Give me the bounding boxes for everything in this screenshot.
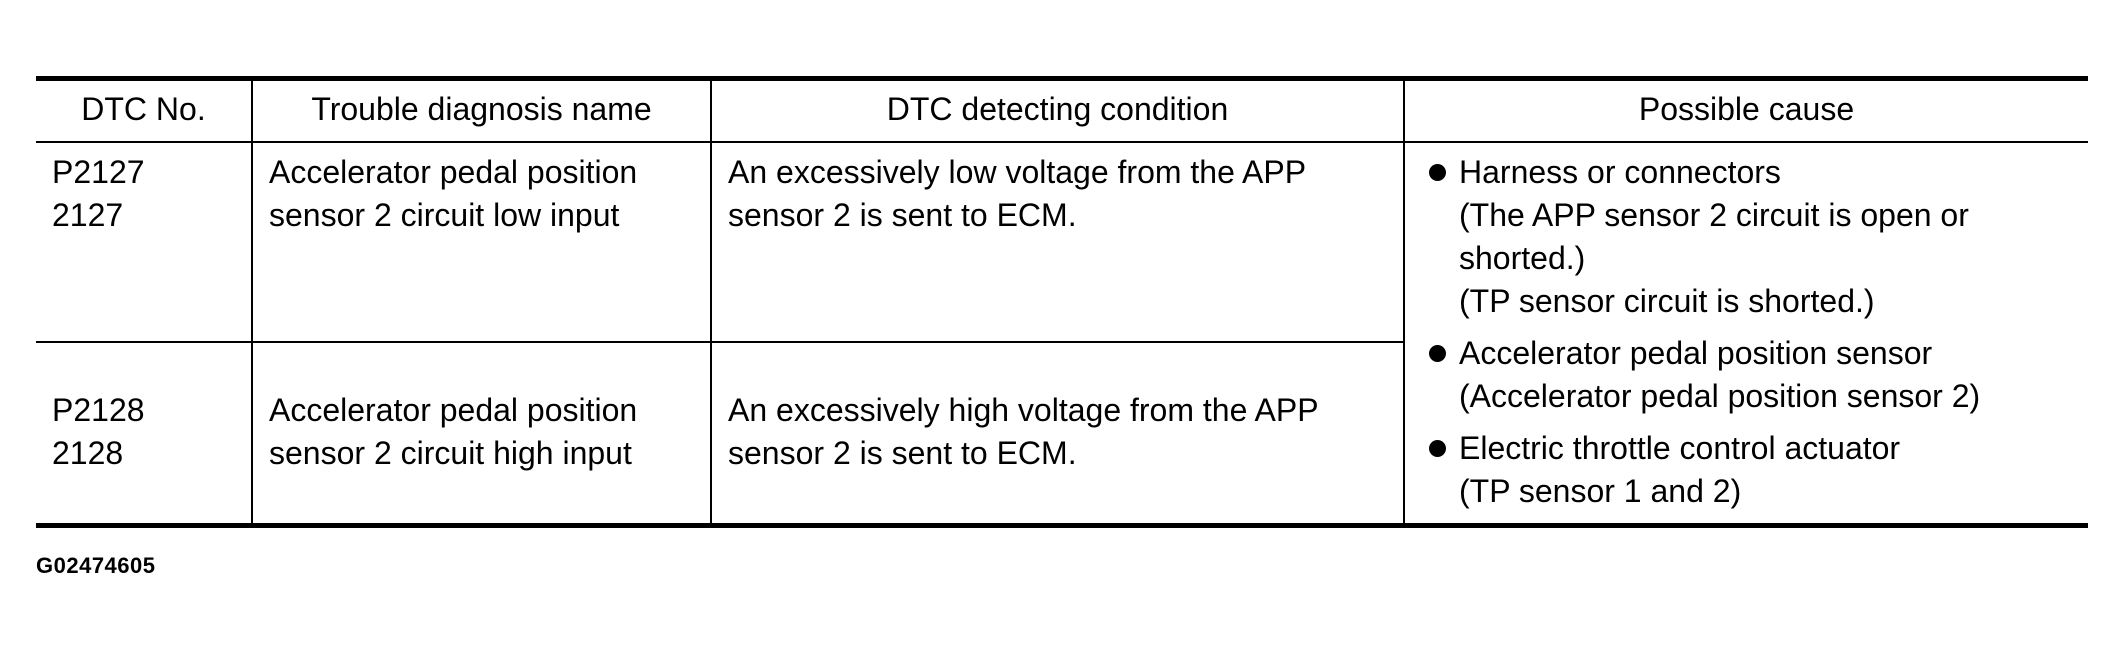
table-header-row: DTC No. Trouble diagnosis name DTC detec… xyxy=(36,76,2088,143)
header-dtc-no: DTC No. xyxy=(36,76,252,143)
bullet-icon xyxy=(1429,440,1446,457)
cause-item: Harness or connectors (The APP sensor 2 … xyxy=(1421,151,2072,323)
dtc-no-cell: P2128 2128 xyxy=(36,340,252,528)
dtc-code: P2127 xyxy=(52,154,145,190)
possible-cause-cell: Harness or connectors (The APP sensor 2 … xyxy=(1403,142,2088,528)
cause-detail: (TP sensor 1 and 2) xyxy=(1459,473,1742,509)
cause-detail: (Accelerator pedal position sensor 2) xyxy=(1459,378,1981,414)
cause-title: Accelerator pedal position sensor xyxy=(1459,335,1933,371)
cause-title: Electric throttle control actuator xyxy=(1459,430,1901,466)
header-possible-cause: Possible cause xyxy=(1403,76,2088,143)
dtc-no-cell: P2127 2127 xyxy=(36,142,252,342)
dtc-code: 2127 xyxy=(52,197,124,233)
figure-code: G02474605 xyxy=(36,553,156,578)
dtc-code: P2128 xyxy=(52,391,145,428)
dtc-table: DTC No. Trouble diagnosis name DTC detec… xyxy=(36,76,2088,528)
trouble-name-cell: Accelerator pedal position sensor 2 circ… xyxy=(251,340,711,528)
cause-item: Accelerator pedal position sensor (Accel… xyxy=(1421,332,2072,418)
cause-detail: (The APP sensor 2 circuit is open or sho… xyxy=(1459,197,1969,276)
cause-item: Electric throttle control actuator (TP s… xyxy=(1421,427,2072,513)
dtc-code: 2128 xyxy=(52,434,124,471)
bullet-icon xyxy=(1429,345,1446,362)
cause-title: Harness or connectors xyxy=(1459,154,1781,190)
possible-cause-list: Harness or connectors (The APP sensor 2 … xyxy=(1421,151,2072,513)
trouble-name-cell: Accelerator pedal position sensor 2 circ… xyxy=(251,142,711,342)
table-row: P2127 2127 Accelerator pedal position se… xyxy=(36,142,2088,528)
detecting-condition-cell: An excessively low voltage from the APP … xyxy=(710,142,1404,342)
detecting-condition-cell: An excessively high voltage from the APP… xyxy=(710,340,1404,528)
header-trouble-diagnosis-name: Trouble diagnosis name xyxy=(251,76,711,143)
cause-detail: (TP sensor circuit is shorted.) xyxy=(1459,283,1875,319)
bullet-icon xyxy=(1429,164,1446,181)
header-dtc-detecting-condition: DTC detecting condition xyxy=(710,76,1404,143)
table-row: P2128 2128 Accelerator pedal position se… xyxy=(36,340,2088,528)
